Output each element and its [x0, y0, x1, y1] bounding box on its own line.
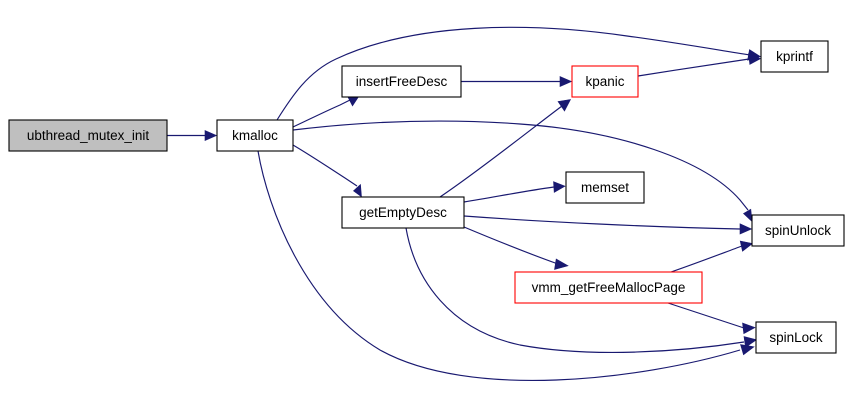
- edge-vmm-getfreemallocpage-to-spinlock: [667, 302, 756, 335]
- edge-kmalloc-to-insertfreedesc: [292, 95, 361, 128]
- node-spinunlock[interactable]: spinUnlock: [751, 214, 845, 247]
- node-memset[interactable]: memset: [565, 171, 645, 204]
- node-ubthread-mutex-init[interactable]: ubthread_mutex_init: [8, 119, 168, 152]
- node-label-spinunlock: spinUnlock: [765, 223, 831, 238]
- edge-getemptydesc-to-memset: [463, 181, 566, 203]
- node-layer: ubthread_mutex_init kmalloc insertFreeDe…: [8, 40, 845, 354]
- node-getemptydesc[interactable]: getEmptyDesc: [341, 196, 465, 229]
- edge-kmalloc-to-getemptydesc: [292, 144, 362, 198]
- node-label-vmm-getfreemallocpage: vmm_getFreeMallocPage: [532, 280, 686, 295]
- edge-getemptydesc-to-vmm-getfreemallocpage: [463, 226, 569, 270]
- node-kprintf[interactable]: kprintf: [760, 40, 829, 73]
- node-kpanic[interactable]: kpanic: [571, 65, 639, 98]
- node-label-getemptydesc: getEmptyDesc: [359, 205, 447, 220]
- edge-vmm-getfreemallocpage-to-spinunlock: [670, 240, 754, 273]
- node-label-kmalloc: kmalloc: [232, 128, 278, 143]
- node-label-insertfreedesc: insertFreeDesc: [356, 74, 448, 89]
- edge-getemptydesc-to-spinlock: [405, 227, 758, 353]
- edge-insertfreedesc-to-kpanic: [461, 76, 573, 87]
- node-kmalloc[interactable]: kmalloc: [216, 119, 294, 152]
- edge-kmalloc-to-spinunlock: [292, 120, 753, 223]
- edge-getemptydesc-to-kpanic: [439, 99, 572, 198]
- edge-kpanic-to-kprintf: [637, 53, 762, 77]
- node-label-memset: memset: [581, 180, 629, 195]
- edge-kmalloc-to-spinlock: [257, 150, 755, 382]
- edge-getemptydesc-to-spinunlock: [463, 215, 753, 235]
- edge-ubthread-mutex-init-to-kmalloc: [167, 130, 218, 141]
- node-spinlock[interactable]: spinLock: [755, 321, 837, 354]
- node-label-kprintf: kprintf: [776, 49, 813, 64]
- node-label-kpanic: kpanic: [585, 74, 624, 89]
- node-vmm-getfreemallocpage[interactable]: vmm_getFreeMallocPage: [514, 271, 703, 304]
- edge-layer: [167, 26, 762, 382]
- node-label-spinlock: spinLock: [769, 330, 823, 345]
- node-insertfreedesc[interactable]: insertFreeDesc: [341, 65, 462, 98]
- node-label-ubthread-mutex-init: ubthread_mutex_init: [27, 128, 150, 143]
